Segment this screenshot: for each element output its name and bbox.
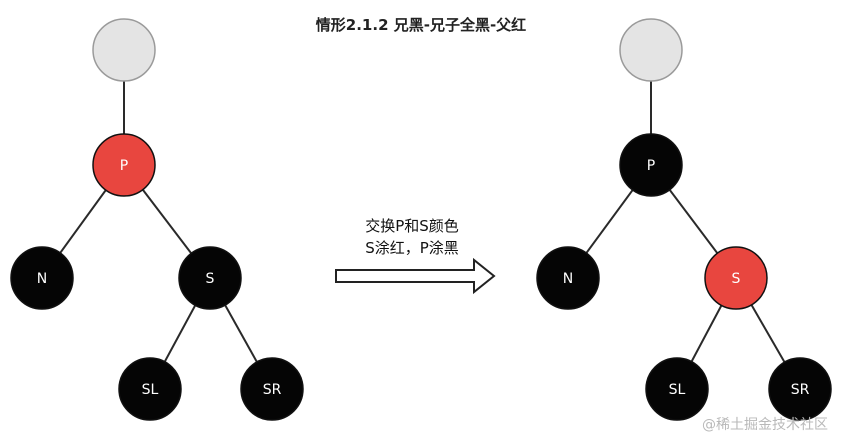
watermark: @稀土掘金技术社区	[702, 417, 828, 433]
node-label: SL	[142, 382, 159, 398]
node-label: N	[563, 271, 573, 287]
node-label: P	[647, 158, 655, 174]
node-root	[92, 18, 156, 82]
node-n	[10, 246, 74, 310]
node-s	[704, 246, 768, 310]
node-sr	[240, 357, 304, 421]
node-label: S	[732, 271, 741, 287]
node-p	[92, 133, 156, 197]
node-p	[619, 133, 683, 197]
node-label: SR	[263, 382, 282, 398]
node-label: S	[206, 271, 215, 287]
node-label: P	[120, 158, 128, 174]
node-root	[619, 18, 683, 82]
tree-after: P N S SL SR	[536, 18, 832, 421]
node-sl	[645, 357, 709, 421]
transform-arrow	[335, 257, 496, 295]
caption-line-2: S涂红，P涂黑	[365, 239, 459, 257]
node-label: N	[37, 271, 47, 287]
diagram-title: 情形2.1.2 兄黑-兄子全黑-父红	[315, 16, 527, 34]
node-label: SR	[791, 382, 810, 398]
node-s	[178, 246, 242, 310]
node-label: SL	[669, 382, 686, 398]
caption-line-1: 交换P和S颜色	[365, 217, 459, 235]
node-n	[536, 246, 600, 310]
node-sl	[118, 357, 182, 421]
tree-before: P N S SL SR	[10, 18, 304, 421]
node-sr	[768, 357, 832, 421]
